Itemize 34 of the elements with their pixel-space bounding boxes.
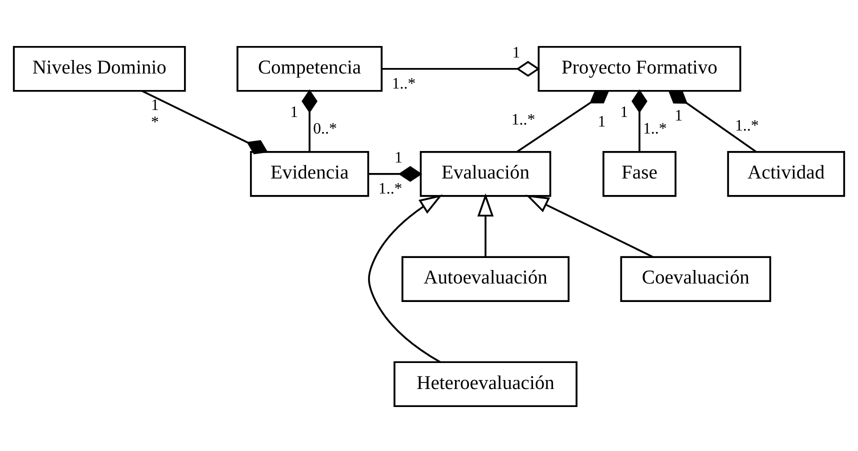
label: 1 [620, 104, 628, 122]
connector [668, 90, 757, 152]
label: 1 [674, 107, 683, 124]
label: 1..* [511, 112, 536, 129]
node-box: Proyecto Formativo [538, 46, 742, 92]
node-box: Fase [602, 151, 676, 197]
node-box: Evidencia [250, 151, 370, 197]
label: 1..* [734, 118, 759, 135]
label: 1..* [642, 120, 667, 138]
node-box: Competencia [236, 46, 383, 92]
connector [382, 60, 540, 77]
connector [632, 89, 648, 152]
node-box: Coevaluación [620, 256, 772, 302]
label: 1..* [378, 180, 402, 198]
label: 1..* [392, 75, 416, 92]
connector [142, 90, 268, 154]
connector [516, 90, 610, 152]
label: * [151, 114, 159, 132]
connector [368, 166, 422, 182]
node-box: Heteroevaluación [394, 361, 578, 408]
label: 1 [394, 150, 402, 167]
arrow [368, 194, 443, 363]
label: 1 [151, 97, 159, 114]
label: 1 [598, 113, 606, 130]
connector [302, 89, 318, 152]
arrow [477, 193, 494, 257]
node-box: Actividad [727, 151, 846, 197]
label: 0..* [313, 120, 337, 138]
label: 1 [290, 104, 298, 122]
label: 1 [512, 44, 520, 62]
arrow [526, 194, 654, 258]
node-box: Autoevaluación [402, 256, 570, 302]
node-box: Niveles Dominio [12, 46, 186, 92]
node-box: Evaluación [420, 151, 552, 197]
